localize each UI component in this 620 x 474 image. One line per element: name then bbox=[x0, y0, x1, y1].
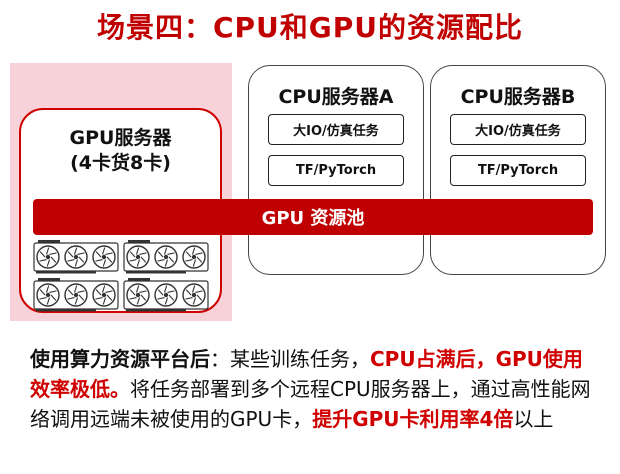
cpu-server-a-title: CPU服务器A bbox=[278, 86, 394, 108]
description-lead: 使用算力资源平台后 bbox=[30, 347, 210, 371]
gpu-resource-pool-bar: GPU 资源池 bbox=[33, 199, 593, 235]
gpu-server-capacity: (4卡货8卡) bbox=[70, 152, 171, 174]
gpu-server-name: GPU服务器 bbox=[69, 127, 172, 149]
description-part-1: ：某些训练任务， bbox=[210, 347, 370, 371]
cpu-server-a: CPU服务器A 大IO/仿真任务 TF/PyTorch bbox=[248, 65, 424, 275]
cpu-server-a-task-framework: TF/PyTorch bbox=[268, 155, 404, 186]
cpu-server-b-task-framework: TF/PyTorch bbox=[450, 155, 586, 186]
gpu-card-icon bbox=[123, 278, 209, 312]
description-text: 使用算力资源平台后：某些训练任务，CPU占满后，GPU使用效率极低。将任务部署到… bbox=[30, 344, 600, 434]
description-part-2: 将任务部署到多个远程CPU服务器上，通过高性能网络调用远端未被使用的GPU卡， bbox=[30, 377, 591, 431]
gpu-card-icon bbox=[123, 240, 209, 274]
description-highlight-2: 提升GPU卡利用率4倍 bbox=[312, 407, 514, 431]
cpu-server-a-task-io: 大IO/仿真任务 bbox=[268, 114, 404, 145]
cpu-server-b-task-io: 大IO/仿真任务 bbox=[450, 114, 586, 145]
description-part-3: 以上 bbox=[513, 407, 554, 431]
cpu-server-b-title: CPU服务器B bbox=[460, 86, 576, 108]
gpu-card-icon bbox=[33, 240, 119, 274]
description-highlight-1: CPU占满后，GPU使用效率极低。 bbox=[30, 347, 583, 401]
gpu-card-icon bbox=[33, 278, 119, 312]
page-title: 场景四：CPU和GPU的资源配比 bbox=[96, 11, 524, 44]
gpu-server-label: GPU服务器 (4卡货8卡) bbox=[19, 126, 222, 176]
gpu-cards-group bbox=[32, 238, 212, 312]
gpu-cards-icon-grid bbox=[33, 240, 209, 312]
cpu-server-b: CPU服务器B 大IO/仿真任务 TF/PyTorch bbox=[430, 65, 606, 275]
